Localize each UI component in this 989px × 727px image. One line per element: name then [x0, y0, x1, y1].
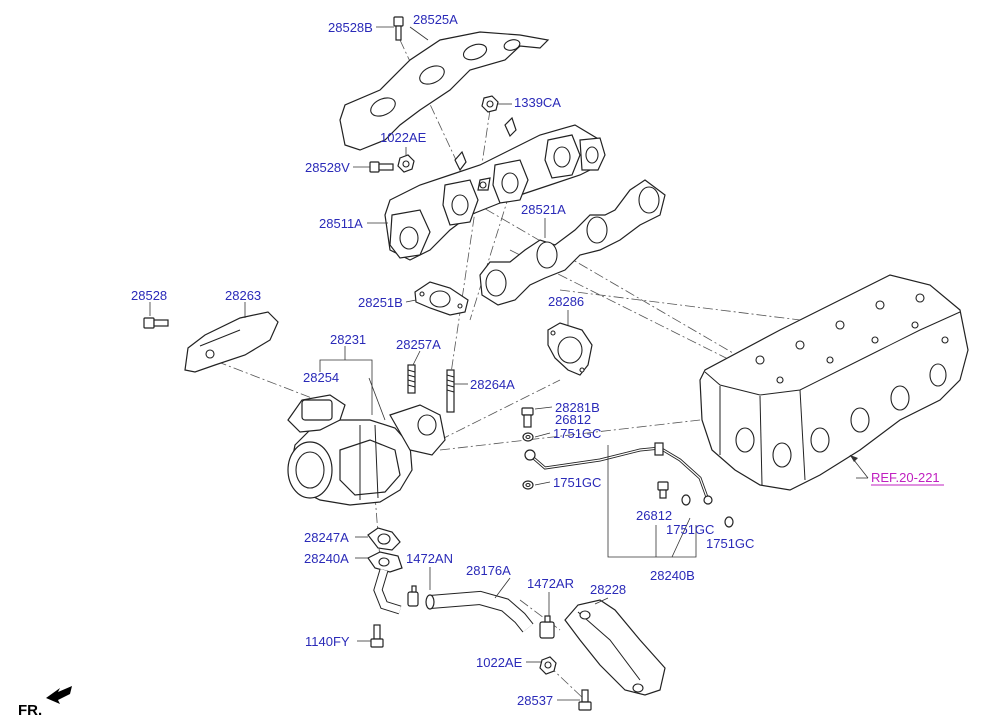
label-26812-top: 26812 — [555, 412, 591, 427]
label-28254: 28254 — [303, 370, 339, 385]
hose-28176A — [425, 590, 534, 633]
bolt-28528B — [393, 16, 404, 41]
nut-1339CA — [481, 95, 499, 113]
stud-28257A — [407, 364, 416, 394]
label-1751GC-a: 1751GC — [553, 426, 601, 441]
label-28525A: 28525A — [413, 12, 458, 27]
label-28176A: 28176A — [466, 563, 511, 578]
label-28281B: 28281B — [555, 400, 600, 415]
front-direction-indicator: FR. — [18, 686, 72, 719]
stud-28264A — [446, 369, 455, 413]
label-1140FY: 1140FY — [305, 634, 350, 649]
label-1339CA: 1339CA — [514, 95, 561, 110]
label-1022AE-top: 1022AE — [380, 130, 427, 145]
label-28528B: 28528B — [328, 20, 373, 35]
label-28264A: 28264A — [470, 377, 515, 392]
label-28286: 28286 — [548, 294, 584, 309]
label-28240B: 28240B — [650, 568, 695, 583]
label-28537: 28537 — [517, 693, 553, 708]
heat-shield-28263 — [184, 311, 279, 373]
oil-feed-pipe-28240B — [524, 442, 713, 505]
label-1751GC-d: 1751GC — [706, 536, 754, 551]
label-28528: 28528 — [131, 288, 167, 303]
clamp-1472AR — [539, 615, 555, 639]
washer-1751GC-d — [724, 516, 734, 528]
banjo-bolt-26812 — [657, 481, 669, 499]
leader-lines — [149, 26, 869, 701]
bolt-1140FY — [370, 624, 384, 648]
reference-link[interactable]: REF.20-221 — [871, 470, 944, 486]
front-label: FR. — [18, 702, 42, 719]
washer-1751GC-b — [522, 480, 534, 490]
label-1022AE-bottom: 1022AE — [476, 655, 523, 670]
label-1751GC-c: 1751GC — [666, 522, 714, 537]
gasket-28251B — [414, 281, 469, 316]
label-28528V: 28528V — [305, 160, 350, 175]
label-28228: 28228 — [590, 582, 626, 597]
nut-1022AE-bottom — [539, 656, 557, 675]
label-28257A: 28257A — [396, 337, 441, 352]
label-26812-bottom: 26812 — [636, 508, 672, 523]
label-1751GC-b: 1751GC — [553, 475, 601, 490]
bracket-28228 — [564, 599, 666, 696]
arrow-icon — [46, 686, 72, 704]
reference-label[interactable]: REF.20-221 — [871, 470, 940, 485]
cylinder-head-reference — [699, 274, 969, 491]
bolt-28528V — [369, 161, 394, 173]
gasket-28286 — [547, 322, 593, 376]
banjo-bolt-28281B — [521, 407, 534, 428]
turbocharger-28231 — [287, 394, 446, 506]
label-28263: 28263 — [225, 288, 261, 303]
gasket-28247A — [367, 527, 401, 551]
label-28247A: 28247A — [304, 530, 349, 545]
heat-shield-28525A — [339, 31, 550, 151]
clamp-1472AN — [407, 585, 419, 607]
label-28231: 28231 — [330, 332, 366, 347]
washer-1751GC-a — [522, 432, 534, 442]
exhaust-manifold-28511A — [384, 116, 606, 261]
label-28240A: 28240A — [304, 551, 349, 566]
oil-return-pipe-28240A — [367, 551, 403, 615]
bolt-28528 — [143, 317, 169, 329]
nut-1022AE-top — [397, 154, 415, 173]
label-28511A: 28511A — [319, 216, 363, 231]
label-28251B: 28251B — [358, 295, 403, 310]
manifold-gasket-28521A — [479, 179, 666, 306]
label-1472AR: 1472AR — [527, 576, 574, 591]
washer-1751GC-c — [681, 494, 691, 506]
label-28521A: 28521A — [521, 202, 566, 217]
label-1472AN: 1472AN — [406, 551, 453, 566]
bolt-28537 — [578, 689, 592, 711]
part-labels: 28528B 28525A 1339CA 1022AE 28528V 28511… — [131, 12, 754, 708]
